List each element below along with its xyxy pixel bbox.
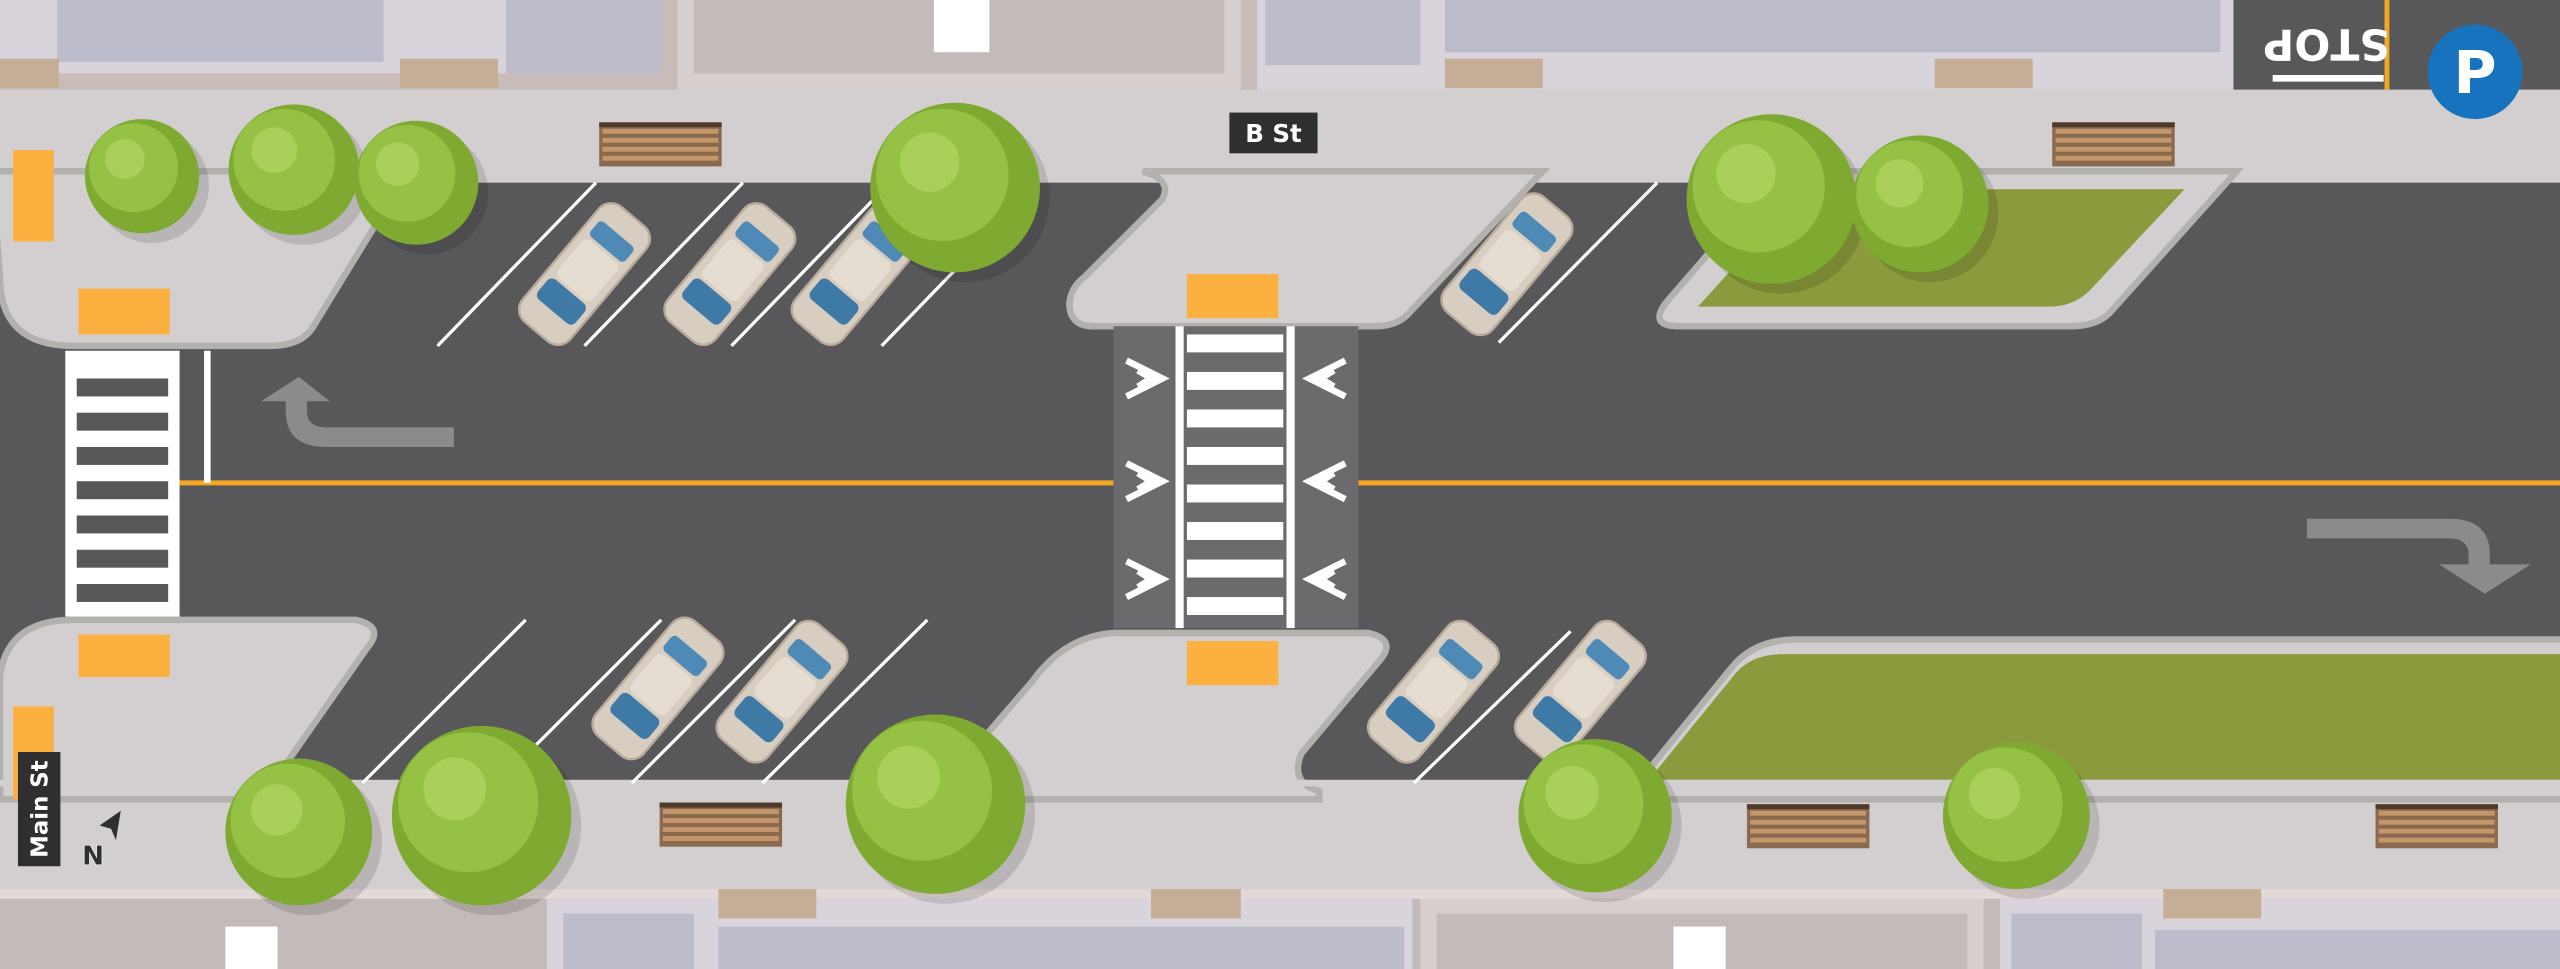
bench (2375, 804, 2498, 849)
parked-cars (517, 192, 1647, 764)
parked-car (1440, 192, 1574, 337)
parking-line (361, 618, 527, 785)
tree (225, 758, 383, 916)
tree (1851, 135, 1999, 283)
crosswalk-gap (76, 481, 169, 500)
crosswalk-gap (76, 515, 169, 534)
turn-arrow-left-icon (261, 376, 454, 447)
tree (84, 119, 209, 244)
crosswalk-bar (1186, 371, 1284, 390)
b-st-text: B St (1245, 119, 1302, 148)
parked-car (663, 202, 797, 347)
north-arrow-icon (99, 810, 121, 841)
chevron-left-icon (1302, 460, 1347, 503)
tree (1942, 742, 2100, 899)
parked-car (591, 616, 725, 761)
sidewalk-top-right (2233, 89, 2560, 183)
benches (599, 122, 2498, 849)
buildings-bottom (0, 889, 2560, 969)
bench (599, 122, 722, 167)
crosswalk-b-st (1175, 326, 1295, 629)
parking-line (630, 618, 797, 785)
parking-sign-text: P (2454, 38, 2497, 107)
main-st-label: Main St (17, 752, 61, 867)
chevron-left-icon (1302, 357, 1347, 400)
parking-line (1412, 630, 1572, 785)
parked-car (1366, 619, 1501, 764)
crosswalk-bar (1186, 446, 1284, 465)
tree (870, 102, 1050, 283)
tree (391, 725, 582, 916)
tree (228, 104, 369, 245)
crosswalk-gap (76, 549, 169, 568)
crosswalk-gap (76, 412, 169, 431)
crosswalk-gap (76, 378, 169, 397)
north-label: N (82, 842, 104, 872)
b-st-label: B St (1229, 112, 1318, 154)
chevron-right-icon (1125, 357, 1170, 400)
parked-car (1513, 619, 1647, 764)
stop-marking: STOP (2263, 18, 2390, 67)
chevron-markings (1125, 357, 1347, 600)
crosswalk-gap (76, 446, 169, 465)
crosswalk-gap (76, 584, 169, 602)
parking-line (436, 181, 598, 347)
crosswalk-bar (1186, 484, 1284, 503)
trees (84, 102, 2100, 916)
tree (1686, 114, 1867, 294)
turn-arrow-right-icon (2306, 518, 2531, 594)
crosswalk-bar (1186, 409, 1284, 428)
chevron-left-icon (1302, 558, 1347, 600)
tree (845, 714, 1036, 904)
parking-line (761, 618, 929, 785)
parking-line (583, 181, 745, 347)
buildings-top (0, 0, 2560, 90)
parking-sign-icon: P (2427, 24, 2523, 120)
bench (2052, 122, 2175, 167)
crosswalk-bar (1186, 334, 1284, 353)
tree (1518, 738, 1682, 903)
parked-car (715, 619, 849, 764)
bench (659, 802, 783, 847)
crosswalk-main-st (65, 350, 180, 617)
crosswalk-bar (1186, 522, 1284, 540)
chevron-right-icon (1125, 460, 1170, 503)
crosswalk-bar (1186, 597, 1284, 616)
parked-car (517, 202, 652, 347)
parking-line (1497, 181, 1659, 344)
crosswalk-bar (1186, 559, 1284, 578)
grass-bottom (1648, 654, 2560, 780)
chevron-right-icon (1125, 558, 1170, 600)
north-indicator: N (81, 810, 121, 872)
parking-line (730, 181, 891, 347)
main-st-text: Main St (27, 760, 53, 858)
bench (1746, 804, 1870, 849)
tree (354, 120, 489, 255)
